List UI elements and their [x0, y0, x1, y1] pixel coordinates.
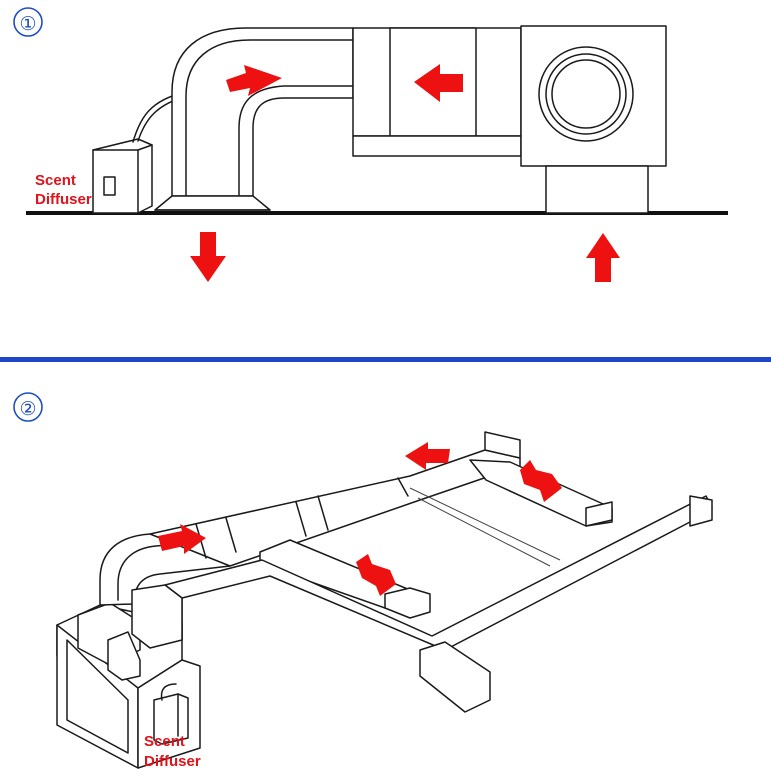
- fan-unit-1: [520, 25, 667, 214]
- panel-2-badge-circle: [13, 392, 43, 422]
- red-arrow-icon: [405, 442, 450, 470]
- red-arrow-icon: [226, 65, 282, 96]
- scent-diffuser-2: [153, 683, 189, 745]
- red-arrow-icon: [520, 460, 562, 502]
- duct-network-2: [99, 431, 713, 713]
- scent-diffuser-label-2a: Scent: [144, 733, 185, 750]
- red-arrow-icon: [356, 554, 396, 596]
- scent-diffuser-label-1a: Scent: [35, 172, 76, 189]
- panel-1-badge: ①: [19, 13, 36, 35]
- panel-2-badge: ②: [19, 398, 36, 420]
- scent-diffuser-label-2b: Diffuser: [144, 753, 201, 770]
- panel-divider: [0, 357, 771, 362]
- red-arrow-icon: [586, 233, 620, 282]
- panel-2: ②: [13, 392, 713, 770]
- red-arrow-icon: [414, 64, 463, 102]
- elbow-duct-1: [154, 27, 354, 211]
- scent-diffuser-label-1b: Diffuser: [35, 191, 92, 208]
- red-arrow-icon: [190, 232, 226, 282]
- scent-diffuser-1: [92, 91, 189, 214]
- panel-1: ①: [13, 7, 728, 282]
- panel-1-badge-circle: [13, 7, 43, 37]
- red-arrow-icon: [158, 524, 206, 554]
